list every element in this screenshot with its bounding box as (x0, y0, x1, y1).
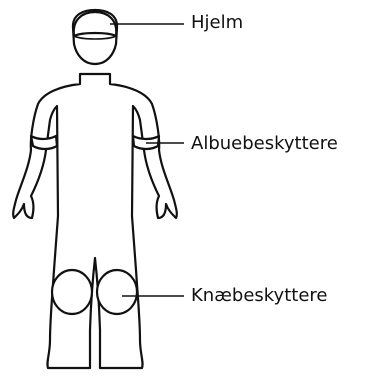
helmet-label: Hjelm (191, 13, 243, 33)
knee-guard-right (97, 270, 137, 314)
elbow-guard-left (31, 136, 57, 149)
knee-guard-left (52, 270, 92, 314)
elbow-guards-label: Albuebeskyttere (191, 134, 338, 154)
knee-guards-label: Knæbeskyttere (191, 286, 327, 306)
body-outline (13, 74, 177, 368)
person-figure (13, 10, 177, 368)
helmet-shape (74, 12, 117, 36)
